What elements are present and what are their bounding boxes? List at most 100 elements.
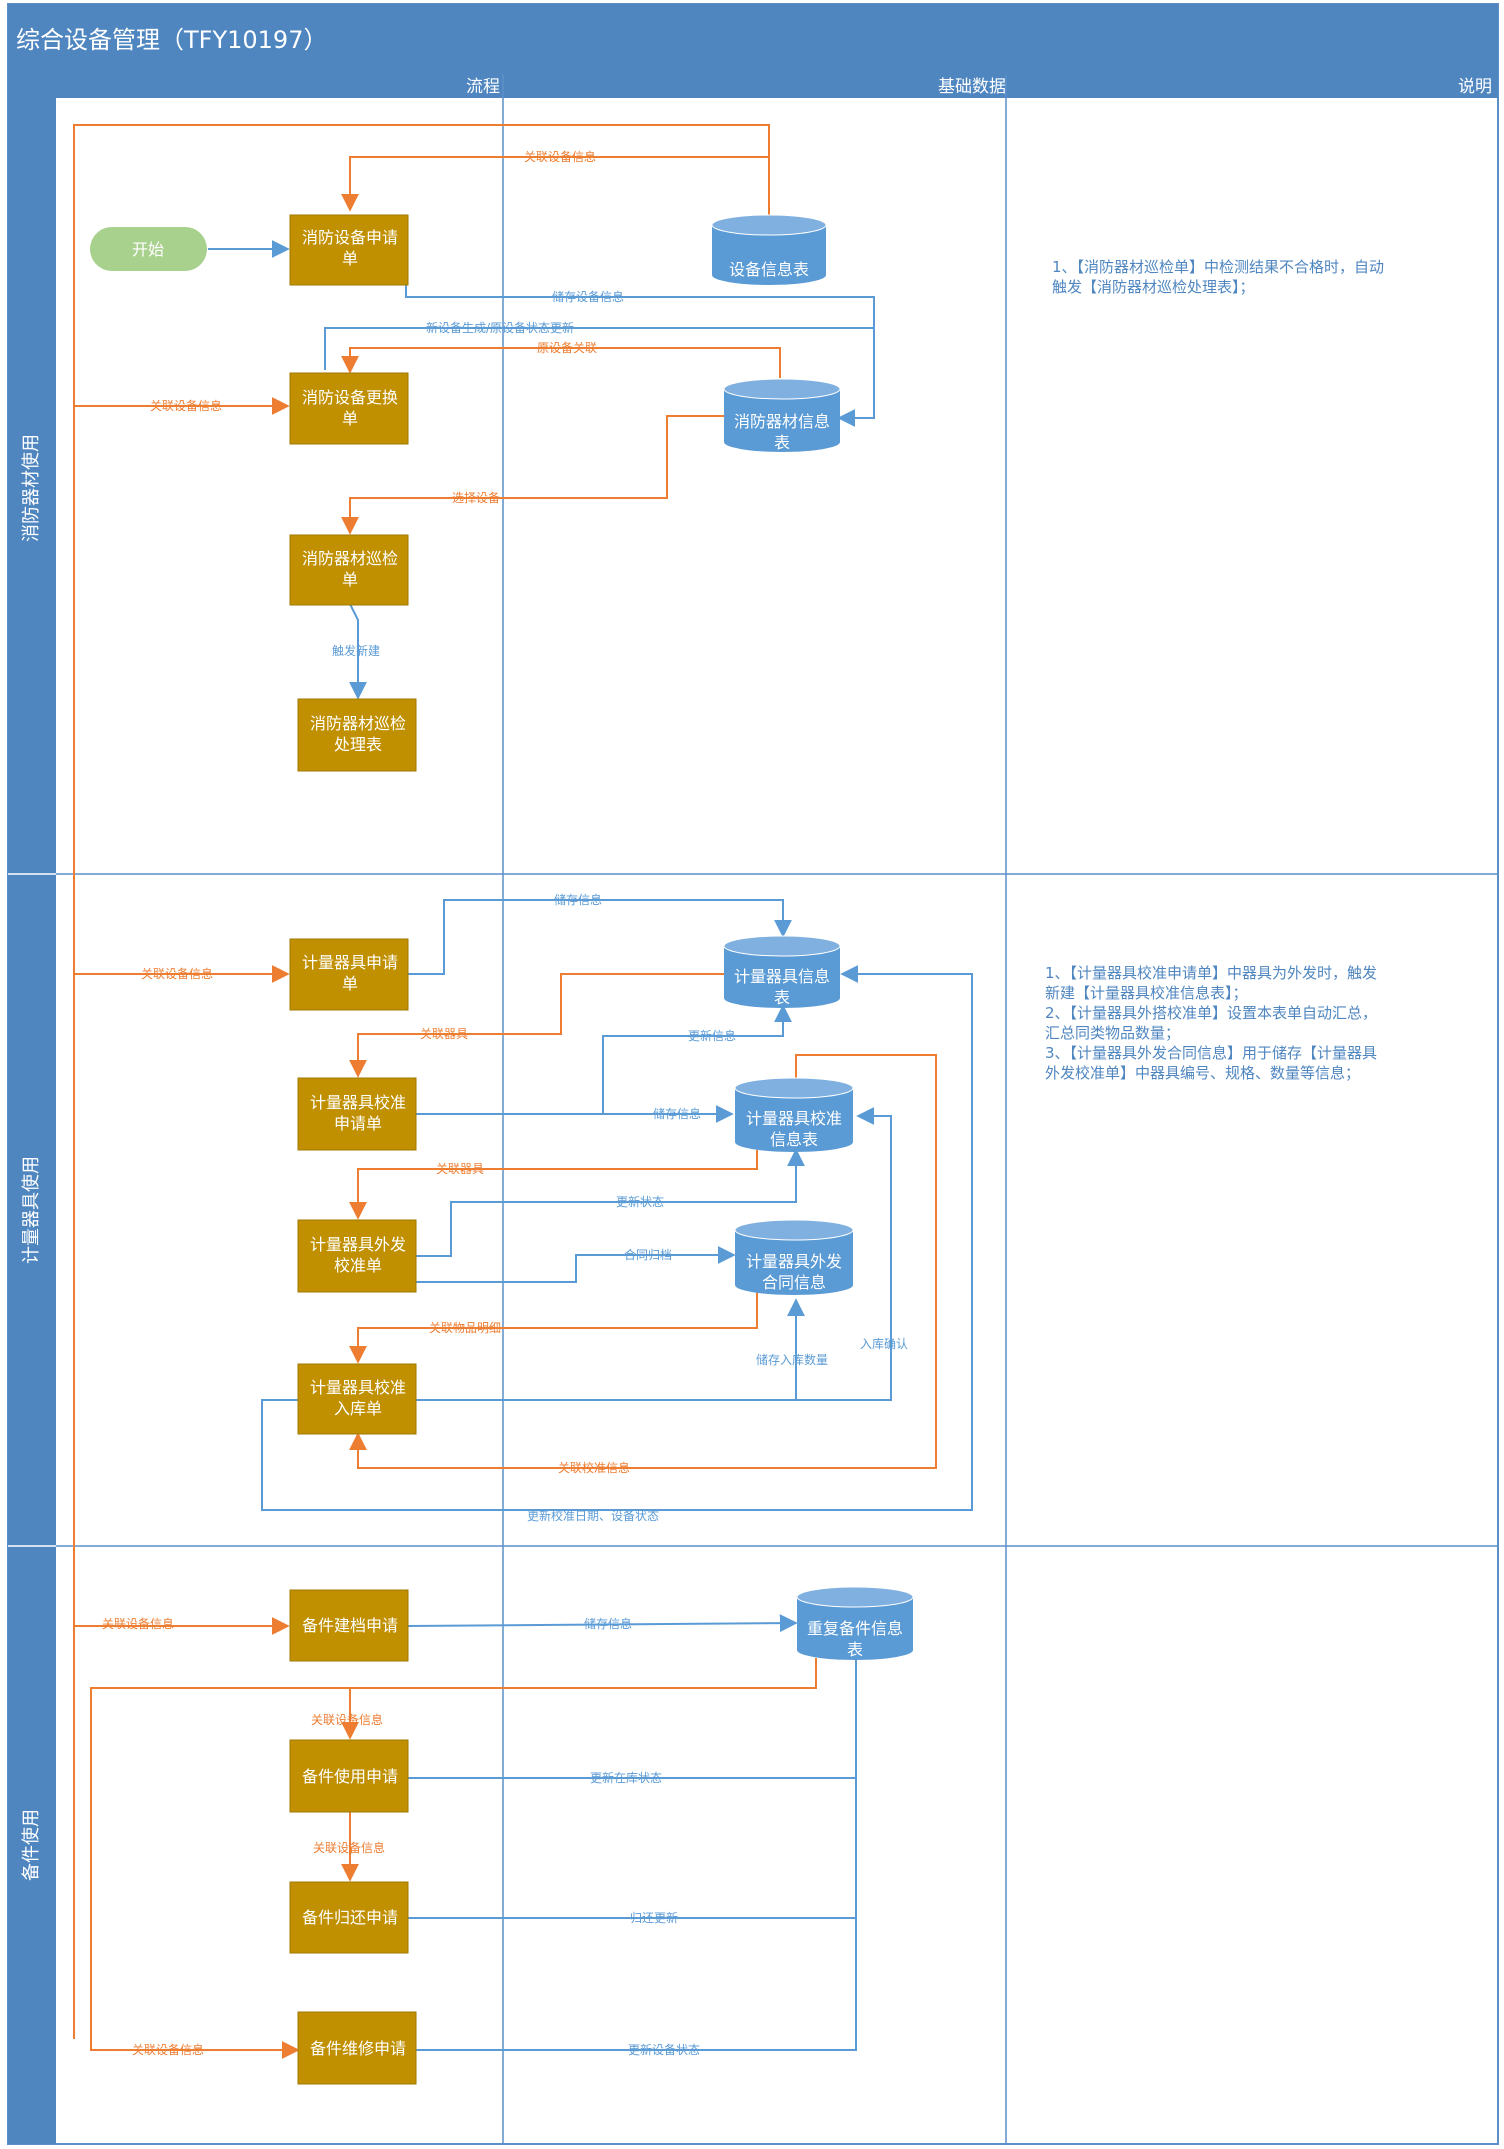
process-label: 计量器具校准入库单	[310, 1378, 406, 1418]
connector-rel-tool2	[349, 1150, 758, 1220]
edge-label: 更新状态	[616, 1194, 664, 1209]
edge-label: 选择设备	[452, 491, 500, 505]
connector-orange-spine	[73, 124, 770, 2039]
connector-update-dev	[416, 1638, 865, 2051]
edge-label: 储存入库数量	[756, 1352, 828, 1367]
edge-label: 关联设备信息	[150, 398, 222, 413]
connector-store-equip	[405, 273, 875, 427]
process-label: 消防器材巡检单	[302, 549, 398, 589]
edge-label: 关联器具	[436, 1162, 484, 1176]
connector-new-equip	[324, 327, 874, 370]
connectors	[73, 124, 973, 2059]
connector-orig-rel	[341, 347, 781, 378]
column-header-base: 基础数据	[938, 77, 1006, 97]
connector-update-info	[602, 1004, 792, 1114]
process-spare-use[interactable]	[289, 1739, 409, 1813]
edge-label: 更新设备状态	[628, 2042, 700, 2057]
edge-label: 入库确认	[860, 1336, 908, 1351]
column-header-flow: 流程	[466, 77, 500, 97]
edge-label: 关联设备信息	[313, 1840, 385, 1855]
connector-store-info	[408, 899, 792, 975]
process-label: 消防设备申请单	[302, 228, 398, 268]
process-fire-apply[interactable]	[289, 214, 409, 286]
db-meter-calib[interactable]: 计量器具校准信息表	[734, 1077, 854, 1152]
edge-label: 储存信息	[653, 1106, 701, 1121]
process-label: 备件维修申请	[310, 2039, 406, 2058]
edge-label: 关联校准信息	[558, 1460, 630, 1475]
edge-label: 原设备关联	[537, 341, 597, 355]
process-meter-out-calib[interactable]	[297, 1219, 417, 1293]
connector-store-info3	[407, 1614, 798, 1633]
note-meter: 1、【计量器具校准申请单】中器具为外发时，触发 新建【计量器具校准信息表】； 2…	[1045, 964, 1382, 1082]
notes: 1、【消防器材巡检单】中检测结果不合格时，自动触发【消防器材巡检处理表】； 1、…	[1045, 258, 1384, 1082]
lane-label-meter: 计量器具使用	[21, 1156, 42, 1264]
db-equip-info[interactable]: 设备信息表	[711, 214, 827, 285]
process-label: 备件使用申请	[302, 1767, 398, 1786]
diagram-frame	[7, 3, 1499, 2145]
edge-label: 储存设备信息	[552, 289, 624, 304]
edge-label: 更新在库状态	[590, 1770, 662, 1785]
db-label: 设备信息表	[729, 260, 809, 279]
start-label: 开始	[132, 240, 164, 259]
process-spare-file[interactable]	[289, 1589, 409, 1662]
edge-label: 更新信息	[688, 1028, 736, 1043]
edge-label: 储存信息	[584, 1616, 632, 1631]
edge-labels: 关联设备信息 储存设备信息 新设备生成/原设备状态更新 原设备关联 关联设备信息…	[102, 149, 908, 2057]
connector-rel-calib-loop	[349, 1054, 937, 1469]
process-meter-apply[interactable]	[289, 938, 409, 1011]
process-fire-inspect[interactable]	[289, 534, 409, 606]
column-header-note: 说明	[1458, 77, 1492, 97]
process-label: 消防器材巡检处理表	[310, 714, 406, 754]
process-spare-repair[interactable]	[297, 2011, 417, 2085]
db-spare-info[interactable]: 重复备件信息表	[796, 1586, 914, 1660]
edge-label: 关联设备信息	[132, 2042, 204, 2057]
databases: 设备信息表 消防器材信息表 计量器具信息表 计量器具校准信息表 计量器具外发合同…	[711, 214, 914, 1660]
connector-rel-tool	[349, 973, 730, 1078]
process-fire-handle[interactable]	[297, 698, 417, 772]
connector-in-confirm	[416, 1107, 892, 1401]
db-fire-equip[interactable]: 消防器材信息表	[723, 378, 841, 452]
process-fire-replace[interactable]	[289, 372, 409, 445]
db-label: 消防器材信息表	[734, 412, 830, 452]
edge-label: 关联物品明细	[429, 1321, 501, 1335]
lane-label-spare: 备件使用	[21, 1809, 42, 1881]
edge-label: 储存信息	[554, 892, 602, 907]
process-spare-return[interactable]	[289, 1881, 409, 1954]
db-meter-contract[interactable]: 计量器具外发合同信息	[734, 1219, 854, 1295]
db-label: 计量器具校准信息表	[746, 1109, 842, 1149]
edge-label: 关联设备信息	[524, 149, 596, 164]
edge-label: 关联设备信息	[102, 1616, 174, 1631]
process-label: 备件归还申请	[302, 1908, 398, 1927]
process-boxes: 消防设备申请单 消防设备更换单 消防器材巡检单 消防器材巡检处理表 计量器具申请…	[289, 214, 417, 2085]
db-label: 计量器具信息表	[734, 967, 830, 1007]
edge-label: 关联器具	[420, 1027, 468, 1041]
process-label: 消防设备更换单	[302, 388, 398, 428]
process-meter-calib-in[interactable]	[297, 1363, 417, 1435]
lane-label-fire: 消防器材使用	[21, 434, 42, 542]
edge-label: 触发新建	[332, 643, 380, 658]
db-meter-info[interactable]: 计量器具信息表	[723, 935, 841, 1008]
process-label: 备件建档申请	[302, 1616, 398, 1635]
connector-update-calib	[261, 965, 973, 1511]
connector-trigger	[349, 603, 367, 700]
connector-select	[341, 415, 724, 535]
process-label: 计量器具外发校准单	[310, 1235, 406, 1275]
process-label: 计量器具申请单	[302, 953, 398, 993]
connector-contract	[416, 1246, 736, 1283]
connector-update-status	[416, 1148, 805, 1257]
process-label: 计量器具校准申请单	[310, 1093, 406, 1133]
start-node[interactable]	[90, 227, 207, 271]
process-meter-calib-apply[interactable]	[297, 1077, 417, 1151]
db-label: 重复备件信息表	[807, 1619, 903, 1659]
diagram-title: 综合设备管理（TFY10197）	[16, 26, 327, 54]
edge-label: 更新校准日期、设备状态	[527, 1508, 659, 1523]
edge-label: 合同归档	[624, 1247, 672, 1262]
db-label: 计量器具外发合同信息	[746, 1252, 842, 1292]
lane-strip	[8, 98, 56, 2144]
edge-label: 归还更新	[630, 1910, 678, 1925]
title-bar	[8, 4, 1498, 74]
edge-label: 新设备生成/原设备状态更新	[426, 320, 574, 335]
note-fire: 1、【消防器材巡检单】中检测结果不合格时，自动触发【消防器材巡检处理表】；	[1052, 258, 1384, 296]
connector-rel-equip-top	[341, 156, 770, 215]
